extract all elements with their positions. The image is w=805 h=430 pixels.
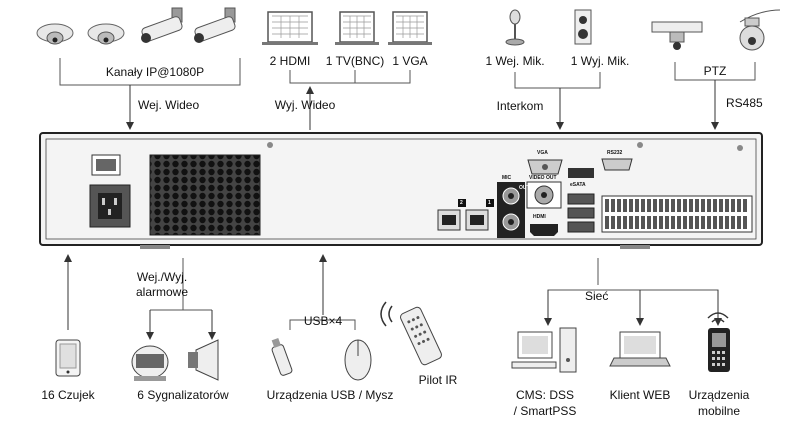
dome-camera-icon [36, 23, 74, 45]
ptz-label: PTZ [703, 64, 727, 78]
panel-hdmi-text: HDMI [533, 214, 546, 220]
rs232-port-icon [601, 158, 633, 171]
network-port-2-icon [437, 199, 466, 231]
ir-remote-icon [380, 301, 442, 366]
video-out-bnc-icon [526, 181, 562, 209]
panel-port2-text: 2 [460, 200, 463, 206]
mobile-label-line2: mobilne [697, 404, 741, 418]
mic-in-label: 1 Wej. Mik. [485, 54, 545, 68]
speed-dome-icon [739, 9, 781, 51]
panel-vga-text: VGA [537, 150, 548, 156]
alarm-io-label-line1: Wej./Wyj. [136, 270, 188, 284]
vga-port-icon [527, 159, 563, 175]
sirens-label: 6 Sygnalizatorów [137, 388, 229, 402]
panel-mic-text: MIC [502, 175, 512, 181]
cms-label-line1: CMS: DSS [515, 388, 575, 402]
video-in-label: Wej. Wideo [138, 98, 200, 112]
panel-video-out-text: VIDEO OUT [529, 175, 557, 181]
horn-speaker-icon [188, 339, 219, 381]
ir-remote-label: Pilot IR [418, 373, 458, 387]
video-out-label: Wyj. Wideo [274, 98, 336, 112]
hdmi-port-icon [530, 224, 558, 236]
ip-cameras-group [36, 7, 236, 45]
web-client-label: Klient WEB [609, 388, 671, 402]
laptop-icon [609, 331, 671, 367]
alarm-io-label-line2: alarmowe [135, 285, 189, 299]
hdmi-label: 2 HDMI [269, 54, 311, 68]
sensor-icon [55, 339, 81, 377]
panel-esata-text: eSATA [570, 182, 586, 188]
mobile-phone-icon [707, 312, 730, 372]
panel-rs232-text: RS232 [607, 150, 623, 156]
panel-out-text: OUT [519, 185, 530, 191]
dome-camera-icon [87, 23, 125, 45]
panel-port1-text: 1 [488, 200, 491, 206]
audio-bnc-connector-icon [497, 182, 525, 238]
intercom-label: Interkom [496, 99, 544, 113]
sensors-label: 16 Czujek [41, 388, 95, 402]
cms-label-line2: / SmartPSS [513, 404, 577, 418]
bullet-camera-icon [194, 7, 236, 43]
monitor-icon [262, 11, 318, 45]
power-switch-icon [91, 154, 121, 176]
alarm-terminal-block-icon [601, 195, 753, 233]
bullet-camera-icon [141, 7, 183, 43]
network-port-1-icon [465, 199, 494, 231]
tv-label: 1 TV(BNC) [325, 54, 385, 68]
mic-out-label: 1 Wyj. Mik. [570, 54, 630, 68]
usb-ports-icon [567, 193, 595, 233]
esata-port-icon [568, 168, 594, 178]
mouse-icon [344, 339, 372, 381]
desktop-pc-icon [511, 327, 577, 373]
power-socket-icon [89, 184, 131, 228]
usb-devices-label: Urządzenia USB / Mysz [266, 388, 394, 402]
fan-grille-icon [149, 154, 261, 236]
mobile-label-line1: Urządzenia [688, 388, 750, 402]
usb-count-label: USB×4 [303, 314, 343, 328]
rs485-label: RS485 [726, 96, 763, 110]
ip-channels-label: Kanały IP@1080P [105, 65, 205, 79]
vga-label: 1 VGA [392, 54, 428, 68]
monitors-group [262, 11, 432, 45]
siren-icon [131, 345, 169, 381]
monitor-icon [388, 11, 432, 45]
ptz-camera-icon [651, 21, 703, 50]
monitor-icon [335, 11, 379, 45]
usb-stick-icon [271, 337, 293, 376]
microphone-icon [505, 9, 525, 46]
nvr-rear-panel [39, 132, 763, 249]
network-label: Sieć [585, 289, 609, 303]
speaker-icon [574, 9, 592, 45]
